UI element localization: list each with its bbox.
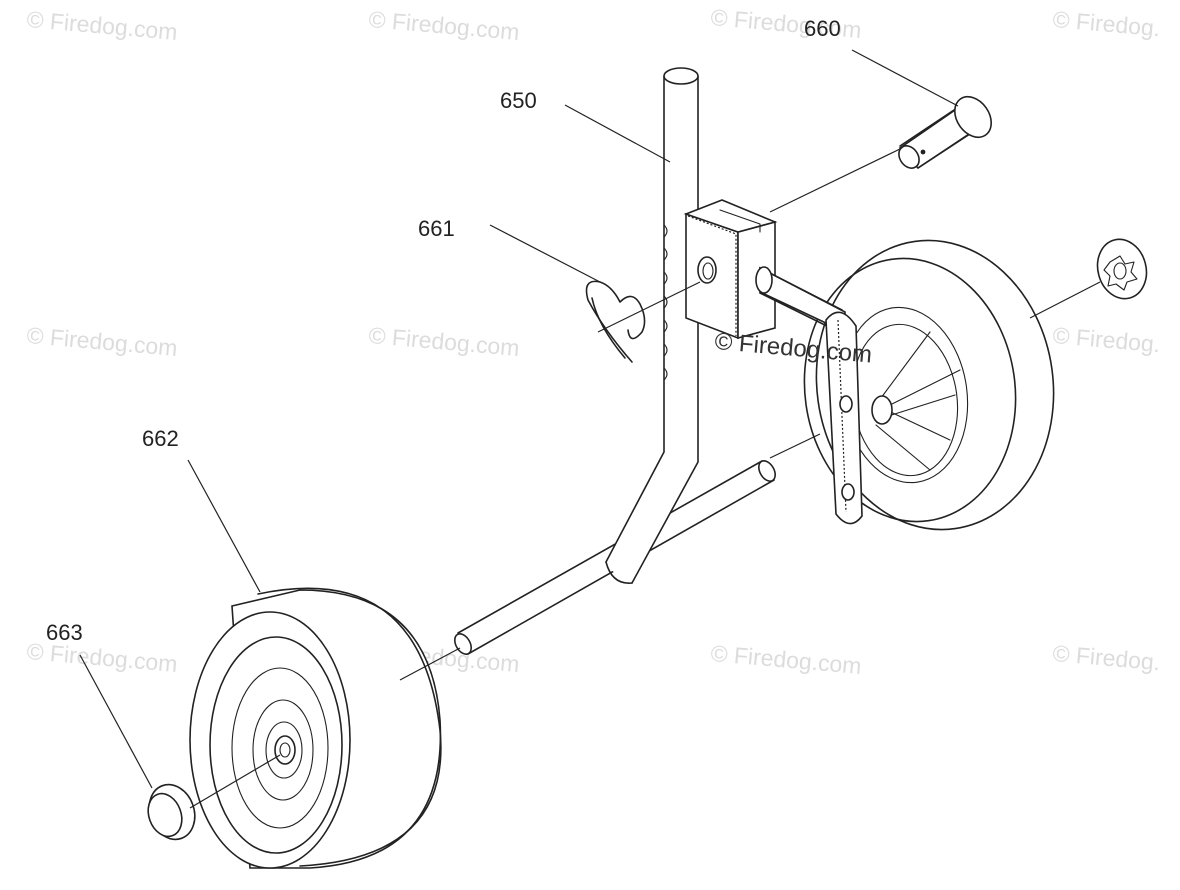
callout-662: 662 xyxy=(142,426,179,451)
right-wheel xyxy=(803,239,1055,531)
callout-660: 660 xyxy=(804,16,841,41)
hub-cap xyxy=(147,783,196,841)
callout-650: 650 xyxy=(500,88,537,113)
left-wheel xyxy=(189,587,442,869)
assembly-lines xyxy=(189,147,1101,809)
callout-661: 661 xyxy=(418,216,455,241)
hairpin-clip xyxy=(585,280,646,363)
star-washer xyxy=(1096,238,1148,300)
handle-tube xyxy=(605,67,699,585)
axle-arm xyxy=(755,266,863,525)
clevis-pin xyxy=(898,95,992,170)
callout-663: 663 xyxy=(46,620,83,645)
leader-lines xyxy=(79,49,959,789)
